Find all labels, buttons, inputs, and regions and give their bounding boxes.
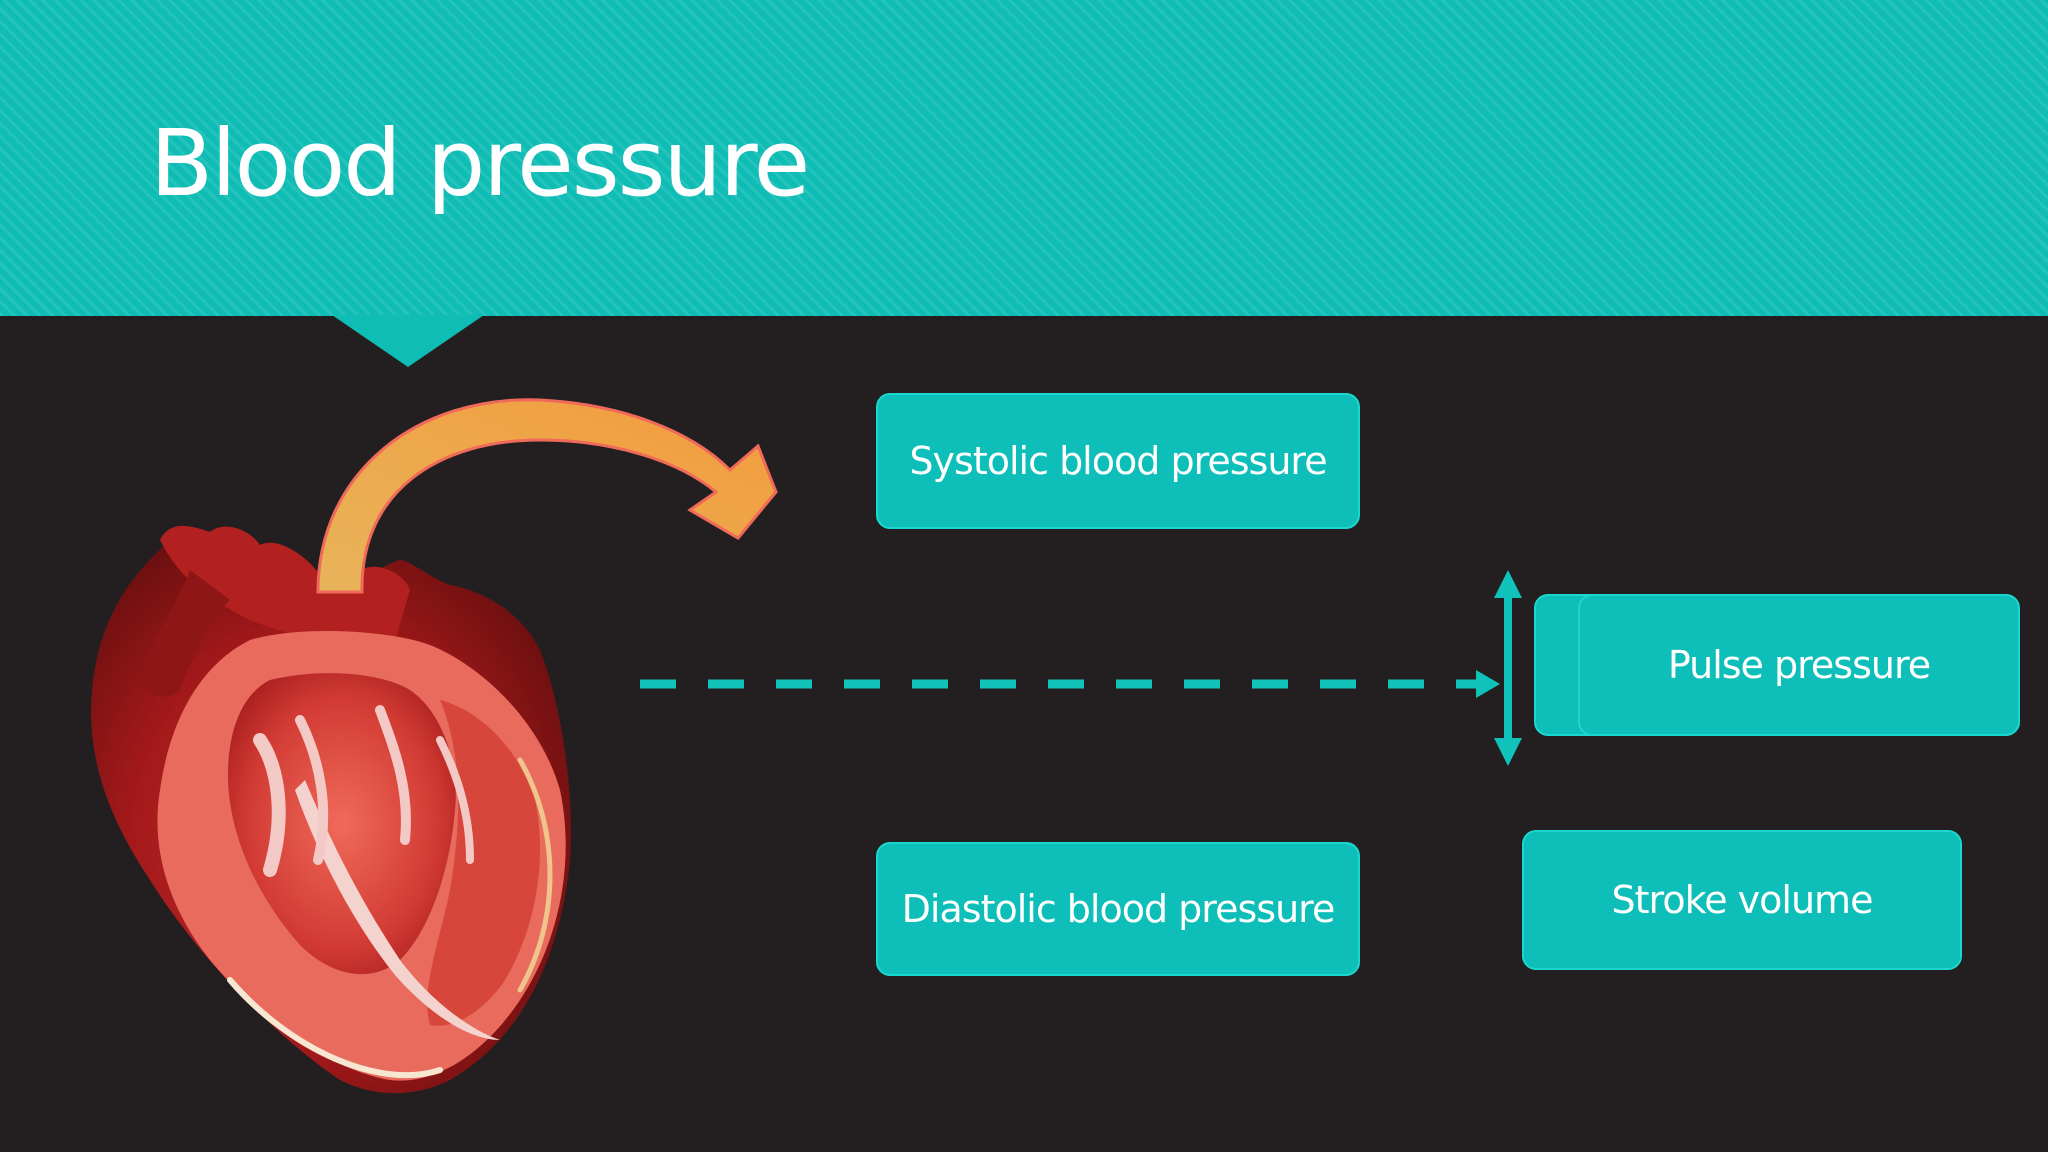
arrowhead-up-icon — [1494, 570, 1522, 598]
arrowhead-down-icon — [1494, 738, 1522, 766]
heart-icon — [91, 525, 571, 1094]
title-banner-notch — [332, 315, 484, 367]
stroke-volume-box: Stroke volume — [1522, 830, 1962, 970]
slide-title: Blood pressure — [150, 110, 810, 217]
pulse-box: Pulse pressure — [1578, 594, 2020, 736]
curved-arrow-icon — [316, 398, 778, 594]
diastolic-box: Diastolic blood pressure — [876, 842, 1360, 976]
systolic-box: Systolic blood pressure — [876, 393, 1360, 529]
double-arrow-vertical — [1494, 570, 1522, 766]
title-banner — [0, 0, 2048, 316]
arrowhead-right-icon — [1476, 670, 1500, 698]
dashed-arrow — [640, 670, 1500, 698]
